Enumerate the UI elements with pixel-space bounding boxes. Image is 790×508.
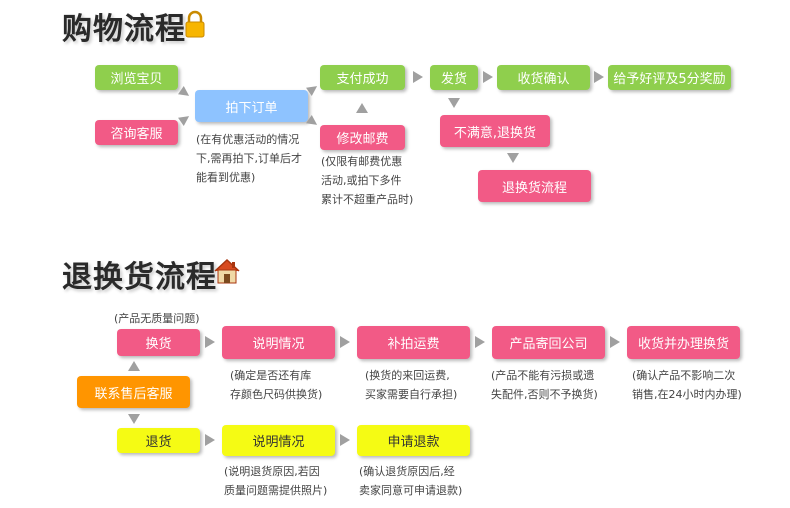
place-order-note: (在有优惠活动的情况 下,需再拍下,订单后才 能看到优惠) — [196, 133, 302, 184]
return-flow-title-text: 退换货流程 — [62, 260, 217, 295]
arrow-modify-to-pay — [356, 103, 368, 113]
receive-exchange-box[interactable]: 收货并办理换货 — [627, 326, 740, 359]
receive-exchange-note: (确认产品不影响二次 销售,在24小时内办理) — [632, 369, 742, 401]
unsatisfied-return-box[interactable]: 不满意,退换货 — [440, 115, 550, 147]
arrow-explain-to-apply-refund — [340, 434, 350, 446]
arrow-contact-to-exchange — [128, 361, 140, 371]
arrow-refund-to-explain — [205, 434, 215, 446]
shopping-flow-title-text: 购物流程 — [62, 12, 186, 47]
consult-service-box[interactable]: 咨询客服 — [95, 120, 178, 145]
arrow-browse-to-order — [178, 86, 192, 100]
return-flow-box[interactable]: 退换货流程 — [478, 170, 591, 202]
apply-refund-box[interactable]: 申请退款 — [357, 425, 470, 456]
contact-aftersales-box[interactable]: 联系售后客服 — [77, 376, 190, 408]
arrow-pay-to-send-back — [475, 336, 485, 348]
house-icon — [214, 258, 240, 284]
send-back-note: (产品不能有污损或遗 失配件,否则不予换货) — [491, 369, 598, 401]
exchange-explain-note: (确定是否还有库 存颜色尺码供换货) — [230, 369, 323, 401]
arrow-unsatisfied-to-return-flow — [507, 153, 519, 163]
return-flow-title: 退换货流程 — [62, 252, 217, 296]
exchange-box[interactable]: 换货 — [117, 329, 200, 356]
payment-success-box[interactable]: 支付成功 — [320, 65, 405, 90]
shopping-flow-title: 购物流程 — [62, 4, 186, 48]
send-back-box[interactable]: 产品寄回公司 — [492, 326, 605, 359]
modify-shipping-note: (仅限有邮费优惠 活动,或拍下多件 累计不超重产品时) — [321, 155, 414, 206]
arrow-ship-to-confirm — [483, 71, 493, 83]
arrow-exchange-to-explain — [205, 336, 215, 348]
confirm-receipt-box[interactable]: 收货确认 — [497, 65, 590, 90]
arrow-confirm-to-review — [594, 71, 604, 83]
arrow-order-to-modify — [306, 115, 320, 129]
arrow-contact-to-refund — [128, 414, 140, 424]
good-review-box[interactable]: 给予好评及5分奖励 — [608, 65, 731, 90]
arrow-pay-to-ship — [413, 71, 423, 83]
lock-icon — [185, 10, 205, 38]
place-order-box[interactable]: 拍下订单 — [195, 90, 308, 122]
exchange-explain-box[interactable]: 说明情况 — [222, 326, 335, 359]
modify-shipping-box[interactable]: 修改邮费 — [320, 125, 405, 150]
pay-shipping-box[interactable]: 补拍运费 — [357, 326, 470, 359]
arrow-ship-to-unsatisfied — [448, 98, 460, 108]
arrow-order-to-pay — [306, 82, 320, 96]
no-quality-issue-note: (产品无质量问题) — [114, 312, 200, 325]
pay-shipping-note: (换货的来回运费, 买家需要自行承担) — [365, 369, 458, 401]
refund-box[interactable]: 退货 — [117, 428, 200, 453]
arrow-explain-to-pay-shipping — [340, 336, 350, 348]
browse-products-box[interactable]: 浏览宝贝 — [95, 65, 178, 90]
ship-box[interactable]: 发货 — [430, 65, 478, 90]
apply-refund-note: (确认退货原因后,经 卖家同意可申请退款) — [359, 465, 463, 497]
refund-explain-note: (说明退货原因,若因 质量问题需提供照片) — [224, 465, 328, 497]
arrow-consult-to-order — [178, 112, 192, 126]
arrow-send-back-to-receive — [610, 336, 620, 348]
refund-explain-box[interactable]: 说明情况 — [222, 425, 335, 456]
